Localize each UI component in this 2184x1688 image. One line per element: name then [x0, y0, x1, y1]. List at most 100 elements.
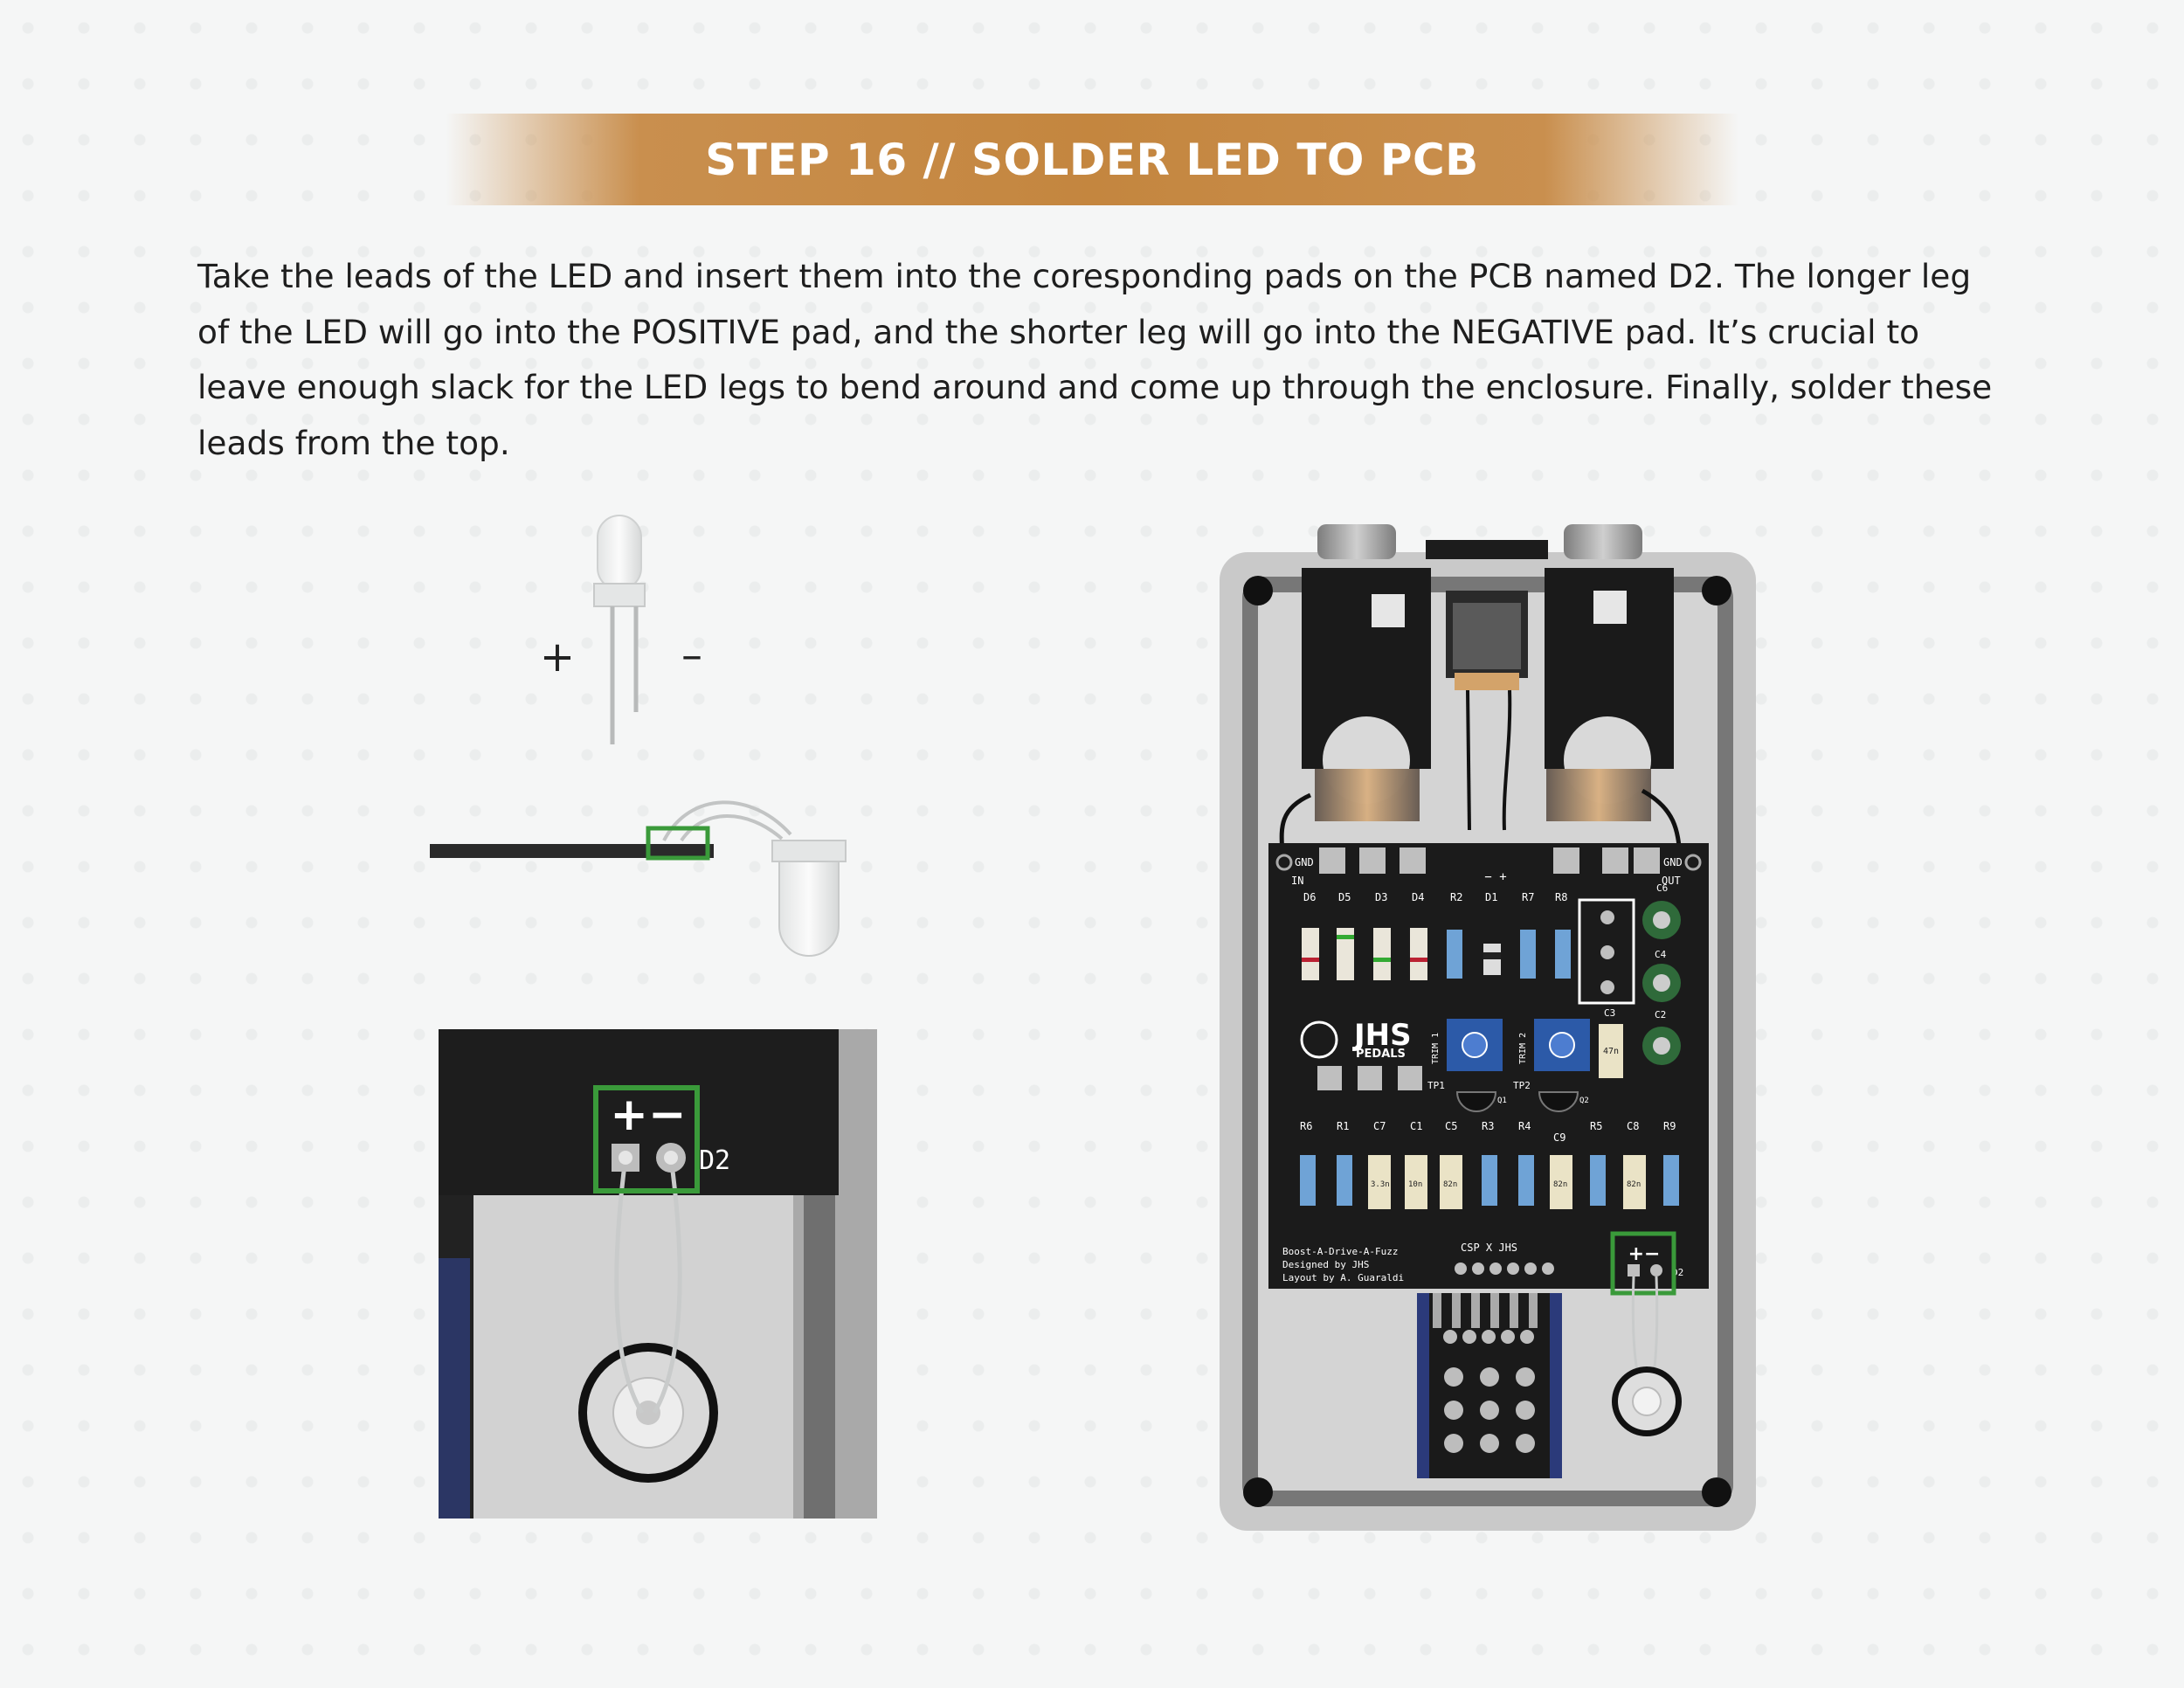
step-banner: STEP 16 // SOLDER LED TO PCB [446, 114, 1738, 205]
credit-line-1: Boost-A-Drive-A-Fuzz [1282, 1246, 1398, 1257]
bottom-resistors [1300, 1155, 1679, 1206]
led-lead-upper [662, 800, 792, 841]
label-c9: C9 [1553, 1131, 1565, 1144]
closeup-pcb [439, 1029, 839, 1195]
gnd-left-ring [1275, 854, 1293, 871]
film-caps [1368, 1155, 1646, 1209]
collab-label: CSP X JHS [1461, 1242, 1517, 1254]
csp-logo [1300, 1020, 1338, 1059]
label-gnd-left: GND [1295, 856, 1314, 868]
positive-symbol: + [540, 633, 575, 681]
label-r9: R9 [1663, 1120, 1676, 1132]
dc-jack-fins [1453, 603, 1521, 669]
trimmer-pads [1600, 910, 1614, 994]
led-lead-lower [680, 814, 784, 842]
film-cap-value-3: 82n [1443, 1180, 1457, 1189]
label-q1: Q1 [1497, 1097, 1507, 1105]
closeup-lead-positive [614, 1157, 645, 1415]
top-component-labels: D6 D5 D3 D4 R2 D1 R7 R8 [1303, 891, 1567, 903]
label-c7: C7 [1373, 1120, 1386, 1132]
label-r4: R4 [1518, 1120, 1531, 1132]
jack-lugs-right [1546, 769, 1651, 821]
label-r8: R8 [1555, 891, 1567, 903]
label-r1: R1 [1337, 1120, 1349, 1132]
step-instructions: Take the leads of the LED and insert the… [197, 257, 1993, 462]
closeup-jack-side [439, 1258, 470, 1519]
label-in: IN [1291, 875, 1303, 887]
label-d4: D4 [1412, 891, 1424, 903]
led-side-dome [778, 861, 840, 957]
footswitch-terminals [1443, 1330, 1535, 1453]
label-d6: D6 [1303, 891, 1316, 903]
led-dome [597, 515, 642, 591]
screw-hole-br [1702, 1477, 1731, 1507]
transistor-q1 [1455, 1091, 1497, 1112]
trim2-knob [1549, 1032, 1575, 1058]
label-c4: C4 [1655, 949, 1667, 960]
negative-symbol: – [681, 631, 702, 680]
label-d1: D1 [1485, 891, 1497, 903]
jack-contact-right [1593, 591, 1627, 624]
dc-jack-pins [1455, 673, 1519, 690]
electrolytic-caps [1642, 901, 1681, 1065]
transistor-q2 [1538, 1091, 1579, 1112]
dc-jack-top [1426, 540, 1548, 559]
screw-hole-bl [1243, 1477, 1273, 1507]
led-flange [593, 583, 646, 607]
pcb-led-pad-square [1628, 1264, 1640, 1276]
trim1-knob [1462, 1032, 1488, 1058]
trimmer-outline [1578, 898, 1635, 1005]
cap-c3 [1599, 1024, 1623, 1078]
gnd-right-ring [1684, 854, 1702, 871]
closeup-panel: +− D2 [439, 1029, 877, 1519]
closeup-pad-label: D2 [699, 1145, 730, 1176]
label-c5: C5 [1445, 1120, 1457, 1132]
credit-line-2: Designed by JHS [1282, 1259, 1369, 1270]
screw-hole-tr [1702, 576, 1731, 605]
label-r5: R5 [1590, 1120, 1602, 1132]
jack-nut-left [1317, 524, 1396, 559]
label-tp1: TP1 [1427, 1080, 1445, 1091]
pcb-top-pads [1319, 847, 1660, 874]
label-d5: D5 [1338, 891, 1351, 903]
label-r3: R3 [1482, 1120, 1494, 1132]
label-r6: R6 [1300, 1120, 1312, 1132]
closeup-led-center [636, 1401, 660, 1425]
pcb-led-pad-round [1650, 1264, 1662, 1276]
label-q2: Q2 [1579, 1097, 1589, 1105]
label-trim1: TRIM 1 [1431, 1033, 1441, 1064]
label-trim2: TRIM 2 [1518, 1033, 1528, 1064]
label-r2: R2 [1450, 891, 1462, 903]
led-side-flange [771, 840, 847, 862]
pcb-edge [430, 844, 714, 858]
footswitch-lugs [1433, 1293, 1538, 1328]
screw-hole-tl [1243, 576, 1273, 605]
bottom-component-labels: R6 R1 C7 C1 C5 R3 R4 R5 C8 R9 C9 [1300, 1120, 1676, 1144]
film-cap-value-5: 82n [1627, 1180, 1641, 1189]
dc-wire-1 [1466, 689, 1471, 831]
label-gnd-right: GND [1663, 856, 1683, 868]
label-c8: C8 [1627, 1120, 1639, 1132]
label-out: OUT [1662, 875, 1681, 887]
jack-lugs-left [1315, 769, 1420, 821]
label-dc: − + [1484, 870, 1506, 884]
label-d3: D3 [1375, 891, 1387, 903]
label-c2: C2 [1655, 1009, 1666, 1020]
footswitch-pads [1455, 1263, 1554, 1275]
label-c1: C1 [1410, 1120, 1422, 1132]
cap-c3-value: 47n [1603, 1047, 1619, 1056]
diode-row [1302, 928, 1571, 980]
closeup-pad-symbols: +− [610, 1089, 686, 1141]
jhs-logo-sub: PEDALS [1356, 1048, 1406, 1061]
led-solder-highlight [646, 826, 710, 861]
mid-pads [1317, 1066, 1422, 1090]
dc-wire-2 [1502, 689, 1512, 831]
jack-contact-left [1372, 594, 1405, 627]
jhs-logo: JHS [1352, 1018, 1412, 1053]
closeup-highlight-box [593, 1085, 700, 1193]
led-top-view [1632, 1387, 1662, 1416]
label-r7: R7 [1522, 891, 1534, 903]
pcb-led-highlight-box [1610, 1231, 1676, 1296]
jack-nut-right [1564, 524, 1642, 559]
